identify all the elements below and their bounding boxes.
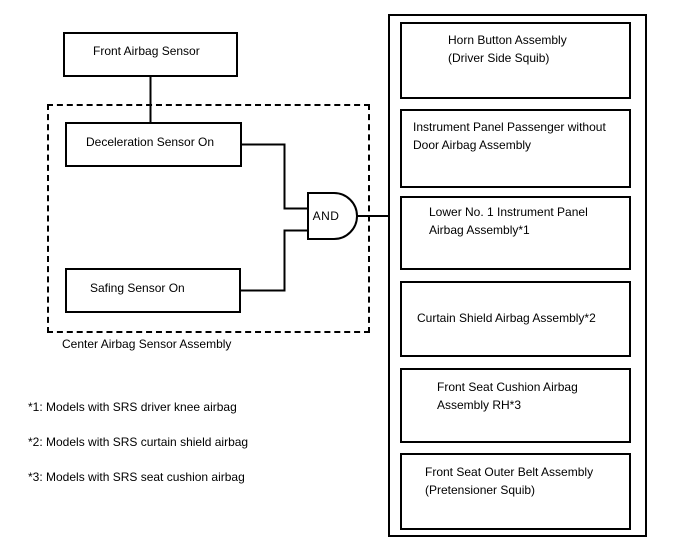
output-box-line: (Driver Side Squib) xyxy=(448,51,550,65)
safing-sensor-box: Safing Sensor On xyxy=(65,268,241,313)
output-devices-panel xyxy=(388,14,647,537)
deceleration-sensor-label: Deceleration Sensor On xyxy=(86,135,215,149)
output-box-line: Front Seat Outer Belt Assembly xyxy=(425,465,594,479)
footnote-3: *3: Models with SRS seat cushion airbag xyxy=(28,470,245,484)
front-airbag-sensor-box: Front Airbag Sensor xyxy=(63,32,238,77)
output-box-line: Lower No. 1 Instrument Panel xyxy=(429,205,588,219)
output-box-line: Airbag Assembly*1 xyxy=(429,223,530,237)
footnote-2: *2: Models with SRS curtain shield airba… xyxy=(28,435,249,449)
output-box-outer-belt: Front Seat Outer Belt Assembly (Pretensi… xyxy=(400,453,631,530)
output-box-line: Front Seat Cushion Airbag xyxy=(437,380,578,394)
deceleration-connector-line xyxy=(242,143,308,210)
output-box-line: Instrument Panel Passenger without xyxy=(413,120,606,134)
output-box-lower-instrument-panel: Lower No. 1 Instrument Panel Airbag Asse… xyxy=(400,196,631,270)
output-box-instrument-panel-passenger: Instrument Panel Passenger without Door … xyxy=(400,109,631,188)
center-assembly-caption: Center Airbag Sensor Assembly xyxy=(62,337,232,351)
safing-connector-line xyxy=(241,229,308,292)
output-box-seat-cushion: Front Seat Cushion Airbag Assembly RH*3 xyxy=(400,368,631,443)
center-airbag-sensor-assembly-boundary xyxy=(47,104,370,333)
deceleration-sensor-box: Deceleration Sensor On xyxy=(65,122,242,167)
output-box-line: Horn Button Assembly xyxy=(448,33,567,47)
safing-sensor-label: Safing Sensor On xyxy=(90,281,185,295)
and-gate-label: AND xyxy=(312,209,340,223)
output-box-line: Curtain Shield Airbag Assembly*2 xyxy=(417,311,596,325)
footnote-1: *1: Models with SRS driver knee airbag xyxy=(28,400,237,414)
output-box-line: Assembly RH*3 xyxy=(437,398,522,412)
output-box-line: Door Airbag Assembly xyxy=(413,138,532,152)
and-gate-shape xyxy=(307,192,358,240)
front-airbag-sensor-label: Front Airbag Sensor xyxy=(93,44,200,58)
output-box-curtain-shield: Curtain Shield Airbag Assembly*2 xyxy=(400,281,631,357)
output-box-horn-button: Horn Button Assembly (Driver Side Squib) xyxy=(400,22,631,99)
output-box-line: (Pretensioner Squib) xyxy=(425,483,536,497)
